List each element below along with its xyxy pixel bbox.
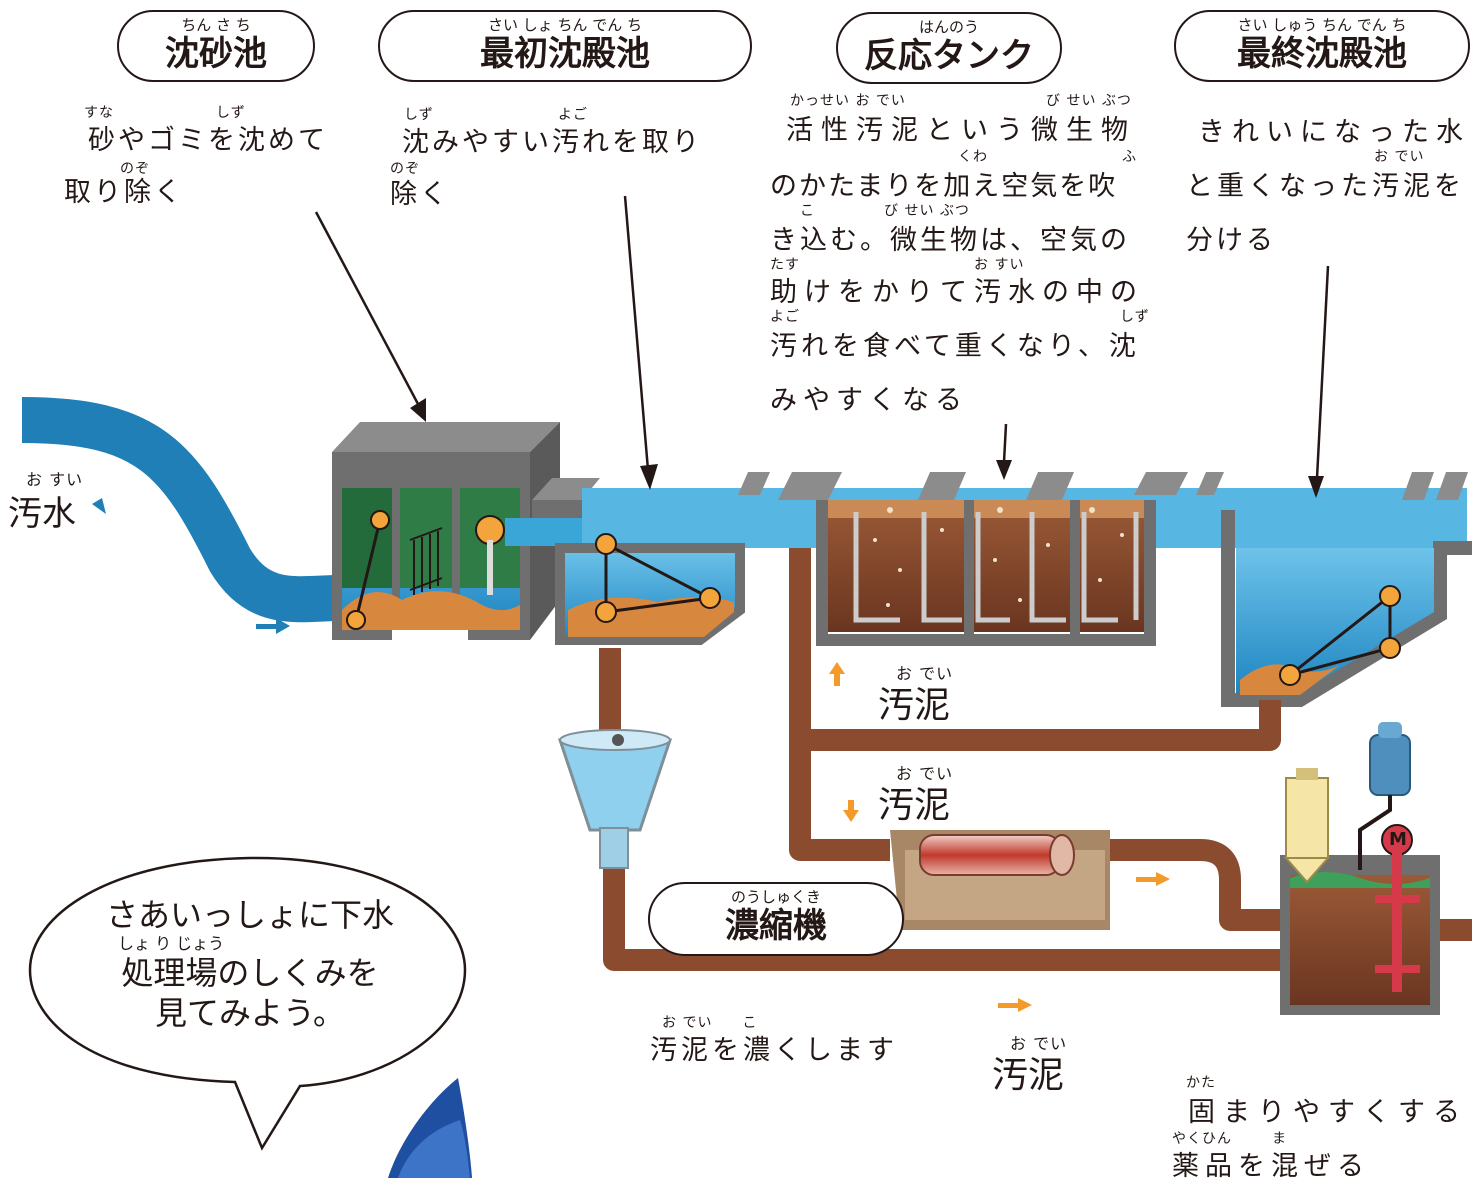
label-sludge-down: 汚泥 [878, 785, 951, 826]
desc-final-line: と重くなった汚泥を [1186, 171, 1465, 202]
speech-bubble [28, 856, 467, 1151]
desc-ruby: よご [558, 107, 588, 123]
pointer-line [314, 195, 1330, 479]
desc-primary-line: 沈みやすい汚れを取り [402, 127, 702, 158]
desc-reactor-line: のかたまりを加え空気を吹 [770, 171, 1118, 202]
desc-reactor-line: みやすくなる [770, 385, 968, 416]
label-ruby: やくひん [1172, 1131, 1232, 1147]
desc-reactor-line: 汚れを食べて重くなり、沈 [770, 331, 1140, 362]
orange-arrow-icon [829, 662, 1170, 1012]
desc-ruby: のぞ [390, 161, 420, 177]
cone-separator [557, 738, 673, 832]
stage-ruby: さい しょ ちん でん ち [487, 16, 643, 34]
desc-reactor-line: 活性汚泥という微生物 [786, 115, 1136, 146]
label-ruby: お でい こ [662, 1015, 758, 1031]
stage-ruby: はんのう [918, 18, 979, 36]
desc-ruby: お でい [1374, 149, 1425, 165]
desc-ruby: くわ [958, 149, 988, 165]
speech-line: 見てみよう。 [154, 994, 346, 1032]
final-clarifier [1221, 510, 1472, 707]
stage-pill-final: さい しゅう ちん でん ち 最終沈殿池 [1174, 10, 1470, 82]
stage-title-reactor: 反応タンク [864, 36, 1034, 76]
speech-text: さあいっしょに下水 しょ り じょう 処理場のしくみを 見てみよう。 [60, 895, 440, 1033]
motor-label: M [1389, 829, 1407, 850]
chem-note-line: 固まりやすくする [1188, 1097, 1468, 1128]
flow-arrow-icon [92, 498, 106, 514]
label-ruby: お でい [896, 764, 954, 783]
desc-ruby: しず [404, 107, 434, 123]
stage-title-grit: 沈砂池 [165, 34, 267, 74]
stage-pill-grit: ちん さ ち 沈砂池 [117, 10, 315, 82]
desc-final-line: 分ける [1186, 225, 1276, 256]
desc-ruby: び せい ぶつ [1046, 93, 1132, 109]
label-ruby: お すい [26, 470, 84, 489]
desc-ruby: よご [770, 309, 800, 325]
label-ruby: ま [1272, 1131, 1287, 1147]
label-ruby: お でい [896, 664, 954, 683]
reaction-tank [738, 472, 1224, 500]
thickener-title: 濃縮機 [725, 906, 827, 946]
speech-ruby: しょ り じょう [118, 934, 225, 953]
desc-grit-line: 取り除く [64, 177, 184, 208]
desc-grit-line: 砂やゴミを沈めて [88, 125, 328, 156]
stage-title-final: 最終沈殿池 [1237, 34, 1407, 74]
stage-title-primary: 最初沈殿池 [480, 34, 650, 74]
speech-line: さあいっしょに下水 [105, 896, 394, 934]
grit-chamber-top [332, 422, 560, 452]
stage-ruby: さい しゅう ちん でん ち [1237, 16, 1407, 34]
desc-ruby: しず [1120, 309, 1150, 325]
stage-pill-primary: さい しょ ちん でん ち 最初沈殿池 [378, 10, 752, 82]
desc-ruby: のぞ [120, 161, 150, 177]
label-sewage: 汚水 [8, 494, 76, 534]
stage-ruby: ちん さ ち [181, 16, 251, 34]
label-sludge-up: 汚泥 [878, 685, 951, 726]
thickener-ruby: のうしゅくき [730, 888, 821, 906]
desc-primary-line: 除く [390, 179, 450, 210]
stage-pill-reactor: はんのう 反応タンク [836, 12, 1062, 84]
desc-ruby: すな [84, 105, 114, 121]
label-ruby: かた [1186, 1075, 1216, 1091]
desc-ruby: かっせい お でい [790, 93, 906, 109]
desc-reactor-line: 助けをかりて汚水の中の [770, 277, 1144, 308]
speech-line: 処理場のしくみを [121, 954, 379, 992]
desc-ruby: お すい [974, 257, 1025, 273]
desc-final-line: きれいになった水 [1198, 117, 1470, 148]
desc-ruby: たす [770, 257, 800, 273]
sludge-pipes [599, 548, 1472, 971]
desc-ruby: しず [216, 105, 246, 121]
desc-ruby: ふ [1122, 149, 1137, 165]
flow-arrow-icon [256, 624, 276, 629]
chem-note-line: 薬品を混ぜる [1172, 1151, 1370, 1182]
thickener-pill: のうしゅくき 濃縮機 [648, 882, 904, 956]
label-ruby: お でい [1010, 1034, 1068, 1053]
inlet-pipe [21, 397, 341, 623]
thicken-note: 汚泥を濃くします [650, 1035, 898, 1066]
desc-ruby: び せい ぶつ [884, 203, 970, 219]
label-sludge-bottom: 汚泥 [992, 1055, 1065, 1096]
desc-reactor-line: き込む。微生物は、空気の [770, 225, 1130, 256]
desc-ruby: こ [800, 203, 815, 219]
